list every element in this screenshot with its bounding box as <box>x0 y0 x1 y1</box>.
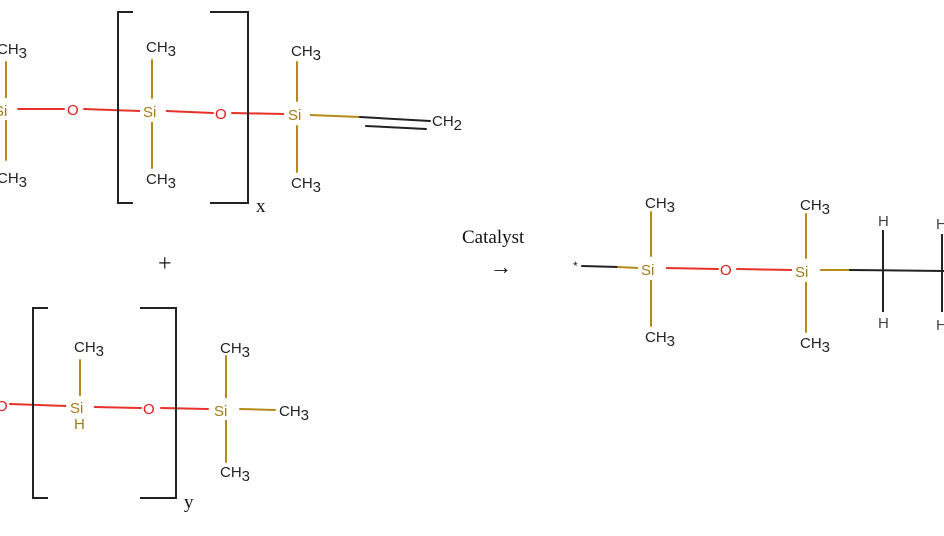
ch3-label: CH3 <box>220 464 250 485</box>
bracket-left-y <box>32 307 48 499</box>
repeat-subscript-y: y <box>184 492 194 513</box>
si-atom-1: Si <box>0 98 16 120</box>
si-label: Si <box>70 400 83 417</box>
bond-si4-o4 <box>93 406 142 409</box>
h-atoms: H H H H <box>876 210 944 334</box>
hydrogen-label: H <box>878 315 889 332</box>
bond-o-si4 <box>9 403 67 407</box>
si-label: Si <box>0 103 7 120</box>
bond-vinyl-double-a <box>359 116 431 122</box>
si-atom-2: Si <box>140 100 166 122</box>
si-atom-7: Si <box>792 260 820 282</box>
ch3-label: CH3 <box>800 197 830 218</box>
oxygen-label: O <box>720 262 732 279</box>
hydrogen-label: H <box>878 213 889 230</box>
ch3-label: CH3 <box>279 403 309 424</box>
ch3-label: CH3 <box>645 329 675 350</box>
chain-end-star: * <box>573 259 578 273</box>
bracket-right-x <box>210 11 249 204</box>
ch2-label: CH2 <box>432 113 462 134</box>
plus-sign: + <box>158 251 172 277</box>
oxygen-label: O <box>143 401 155 418</box>
si-atom-5: Si <box>210 398 238 420</box>
reaction-arrow-group: Catalyst → <box>462 227 525 279</box>
hydride-siloxane-molecule: O Si CH3 H O Si CH3 CH3 CH3 y <box>0 307 309 513</box>
si-label: Si <box>641 262 654 279</box>
reaction-arrow-icon: → <box>490 254 512 279</box>
si-atom-6: Si <box>638 258 666 280</box>
oxygen-label: O <box>0 398 8 415</box>
oxygen-label: O <box>215 106 227 123</box>
oxygen-label: O <box>67 102 79 119</box>
bond-si2-o2 <box>165 110 214 114</box>
bracket-left-x <box>117 11 133 204</box>
ch3-label: CH3 <box>146 39 176 60</box>
catalyst-label: Catalyst <box>462 227 525 248</box>
bond-vinyl-double-b <box>365 125 427 130</box>
ch3-label: CH3 <box>800 335 830 356</box>
si-label: Si <box>288 107 301 124</box>
repeat-subscript-x: x <box>256 196 266 217</box>
hydrogen-label: H <box>936 216 944 233</box>
ch3-label: CH3 <box>146 171 176 192</box>
bond-o2-si3 <box>231 112 285 115</box>
bond-si3-vinyl <box>309 114 361 118</box>
bond-si5-ch3-right <box>239 408 276 411</box>
hydrogen-label: H <box>936 317 944 334</box>
bond-o4-si5 <box>160 407 209 410</box>
bond-si6-o6 <box>664 267 719 270</box>
bond-star-link <box>581 265 619 268</box>
vinyl-pdms-molecule: Si CH3 CH3 O Si CH3 CH3 O Si CH3 CH3 CH2… <box>0 11 462 217</box>
ch3-label: CH3 <box>291 43 321 64</box>
si-label: Si <box>214 403 227 420</box>
si-label: Si <box>143 104 156 121</box>
ch3-label: CH3 <box>645 195 675 216</box>
ch3-label: CH3 <box>220 340 250 361</box>
bond-o6-si7 <box>736 268 794 271</box>
si-atom-3: Si <box>284 102 310 124</box>
hydrogen-label: H <box>74 416 85 433</box>
bond-o1-si2 <box>83 108 141 112</box>
ch3-label: CH3 <box>74 339 104 360</box>
bond-link-si6 <box>617 266 641 269</box>
ch3-label: CH3 <box>291 175 321 196</box>
ch3-label: CH3 <box>0 41 27 62</box>
bond-ch2-chain <box>849 269 944 272</box>
si-label: Si <box>795 264 808 281</box>
ch3-label: CH3 <box>0 170 27 191</box>
bracket-right-y <box>140 307 177 499</box>
si-atom-4: Si <box>66 396 94 418</box>
product-molecule: * Si CH3 CH3 O Si CH3 CH3 H H H H <box>573 195 944 356</box>
